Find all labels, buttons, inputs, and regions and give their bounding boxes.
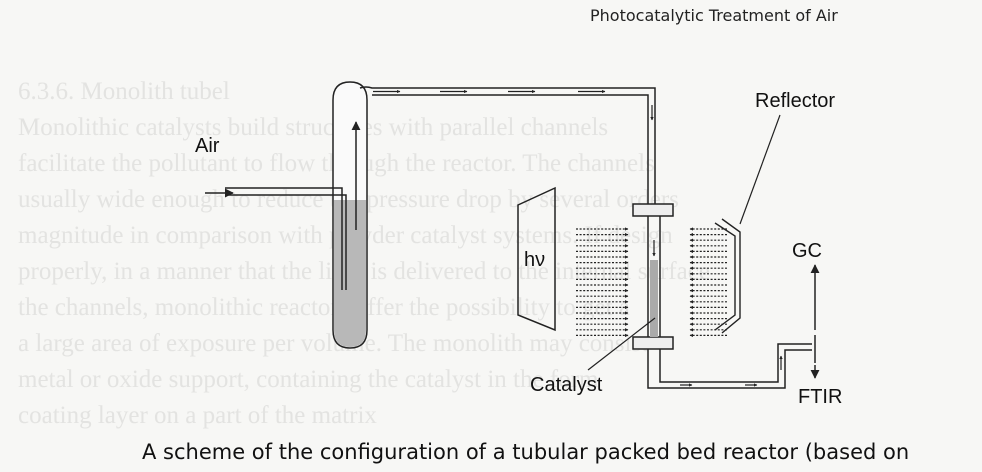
bubbler	[225, 81, 656, 349]
showthrough-line: coating layer on a part of the matrix	[18, 402, 377, 429]
reflector-label: Reflector	[755, 90, 835, 112]
showthrough-line: the channels, monolithic reactors offer …	[18, 294, 630, 321]
reflector	[714, 218, 741, 334]
showthrough-line: Monolithic catalysts build structures wi…	[18, 114, 609, 141]
gc-label: GC	[792, 240, 822, 262]
flow-arrows	[373, 89, 783, 387]
showthrough-line: 6.3.6. Monolith tubel	[18, 78, 230, 105]
liquid	[334, 200, 366, 347]
reactor-tube	[632, 203, 816, 389]
showthrough-line: metal or oxide support, containing the c…	[18, 366, 599, 393]
catalyst-pointer	[587, 317, 656, 371]
running-header: Photocatalytic Treatment of Air	[590, 6, 838, 25]
catalyst-label: Catalyst	[530, 374, 603, 396]
catalyst-bed	[650, 260, 658, 337]
ftir-label: FTIR	[798, 386, 842, 408]
light-rays	[576, 227, 727, 338]
uv-lamp	[517, 186, 556, 332]
air-label: Air	[195, 135, 220, 157]
reflector-pointer	[739, 114, 781, 225]
light-label: hν	[524, 249, 545, 271]
figure-caption: A scheme of the configuration of a tubul…	[142, 440, 910, 464]
